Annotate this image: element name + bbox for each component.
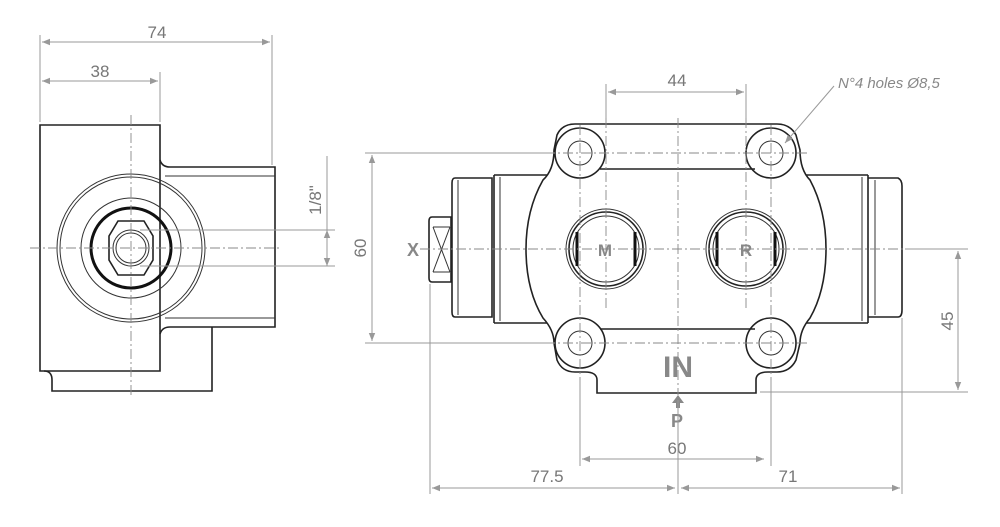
port-r-label: R — [740, 241, 752, 260]
side-foot — [43, 327, 213, 392]
dim-45: 45 — [938, 312, 957, 331]
dim-60-bottom: 60 — [668, 439, 687, 458]
front-view: M R X IN P 44 60 45 60 77.5 71 N°4 holes… — [351, 71, 968, 494]
dim-38: 38 — [91, 62, 110, 81]
side-block — [39, 124, 161, 372]
dim-77-5: 77.5 — [530, 467, 563, 486]
valve-flange — [525, 123, 827, 394]
left-cap — [451, 177, 493, 318]
pressure-label: P — [671, 411, 683, 431]
port-x-label: X — [407, 240, 419, 260]
side-view: 74 38 1/8" — [30, 23, 335, 398]
holes-note: N°4 holes Ø8,5 — [838, 75, 941, 92]
port-m-label: M — [598, 241, 612, 260]
dim-44: 44 — [668, 71, 687, 90]
x-plug — [428, 216, 452, 283]
hex-nut — [108, 220, 154, 276]
inlet-label: IN — [663, 351, 693, 384]
dim-thread: 1/8" — [306, 185, 325, 215]
right-cap — [868, 177, 903, 318]
dim-60-vertical: 60 — [351, 239, 370, 258]
dim-74: 74 — [148, 23, 167, 42]
dim-71: 71 — [779, 467, 798, 486]
side-arm — [159, 159, 276, 335]
